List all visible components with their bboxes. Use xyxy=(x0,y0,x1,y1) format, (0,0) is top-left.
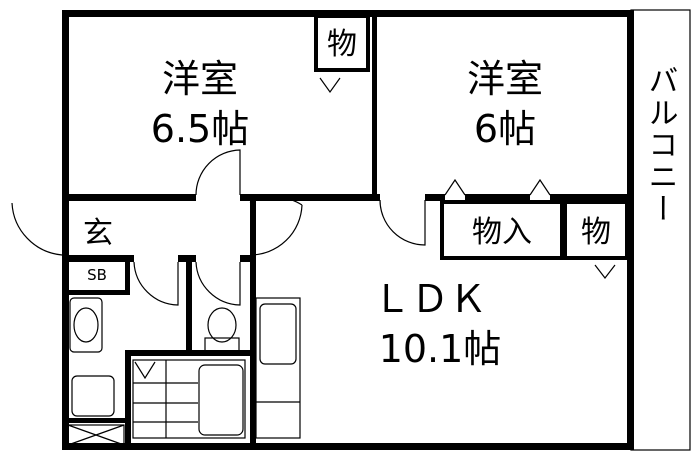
bathroom xyxy=(132,359,246,439)
closet-3[interactable] xyxy=(563,200,629,260)
closet-1[interactable] xyxy=(314,14,370,72)
ldk-door[interactable] xyxy=(379,199,426,246)
ldk-name: ＬＤＫ xyxy=(373,277,487,321)
room1-door[interactable] xyxy=(195,149,241,196)
closet-boxes xyxy=(314,14,629,260)
closet-doors[interactable] xyxy=(444,178,551,196)
washing-machine-icon xyxy=(71,375,115,417)
closet-1-label: 物 xyxy=(327,27,357,62)
bathtub-icon xyxy=(198,364,244,436)
hall-door[interactable] xyxy=(249,196,303,256)
room1-size: 6.5帖 xyxy=(151,107,249,151)
sink-icon xyxy=(259,303,297,365)
closet-2[interactable] xyxy=(440,200,564,260)
closet-3-label: 物 xyxy=(581,215,611,250)
entrance-label: 玄 xyxy=(83,216,113,251)
entrance-door[interactable] xyxy=(11,202,63,256)
toilet-door[interactable] xyxy=(195,261,241,306)
room2-name: 洋室 xyxy=(467,57,543,101)
room1-name: 洋室 xyxy=(162,57,238,101)
room2-size: 6帖 xyxy=(474,107,536,151)
walls xyxy=(62,10,634,450)
washroom-door[interactable] xyxy=(133,261,179,306)
toilet-icon xyxy=(207,307,237,343)
shoe-box-label: SB xyxy=(87,266,107,284)
washbasin-icon xyxy=(69,297,103,353)
thin-lines xyxy=(11,9,691,451)
ldk-size: 10.1帖 xyxy=(379,327,502,371)
kitchen-counter xyxy=(255,297,301,439)
closet-2-label: 物入 xyxy=(472,215,532,250)
balcony-label: バルコニー xyxy=(643,65,678,225)
